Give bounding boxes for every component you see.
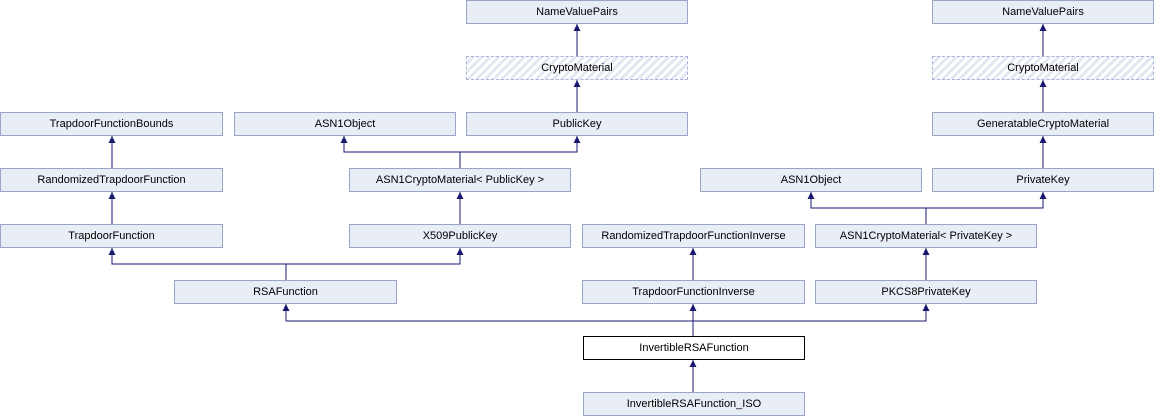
class-node-invertible-rsa-function: InvertibleRSAFunction [583,336,805,360]
class-node-invertible-rsa-function-iso[interactable]: InvertibleRSAFunction_ISO [583,392,805,416]
inheritance-edge-asn1-crypto-material-public-key-to-public-key [459,136,581,168]
class-node-label: ASN1Object [314,117,376,130]
class-node-label: X509PublicKey [422,229,498,242]
class-node-trapdoor-function[interactable]: TrapdoorFunction [0,224,223,248]
class-node-crypto-material-right: CryptoMaterial [932,56,1154,80]
class-node-x509-public-key[interactable]: X509PublicKey [349,224,571,248]
class-node-label: ASN1CryptoMaterial< PrivateKey > [839,229,1013,242]
class-node-label: GeneratableCryptoMaterial [976,117,1110,130]
class-node-name-value-pairs-right[interactable]: NameValuePairs [932,0,1154,24]
class-node-generatable-crypto-material[interactable]: GeneratableCryptoMaterial [932,112,1154,136]
inheritance-edge-asn1-crypto-material-private-key-to-asn1-object-right [807,192,927,224]
inheritance-edge-asn1-crypto-material-private-key-to-private-key [925,192,1047,224]
class-node-label: CryptoMaterial [1007,61,1079,74]
class-node-randomized-trapdoor-function[interactable]: RandomizedTrapdoorFunction [0,168,223,192]
class-node-trapdoor-function-inverse[interactable]: TrapdoorFunctionInverse [582,280,805,304]
class-node-asn1-crypto-material-private-key[interactable]: ASN1CryptoMaterial< PrivateKey > [815,224,1037,248]
class-node-label: InvertibleRSAFunction [639,341,749,354]
class-node-label: RSAFunction [253,285,318,298]
class-node-label: InvertibleRSAFunction_ISO [626,397,762,410]
class-node-label: NameValuePairs [536,5,618,18]
inheritance-edge-invertible-rsa-function-to-rsa-function [282,304,694,336]
class-node-label: NameValuePairs [1002,5,1084,18]
class-node-label: PublicKey [552,117,602,130]
class-node-label: PrivateKey [1016,173,1070,186]
class-node-label: ASN1Object [780,173,842,186]
class-node-crypto-material-left: CryptoMaterial [466,56,688,80]
class-node-name-value-pairs-left[interactable]: NameValuePairs [466,0,688,24]
class-node-label: RandomizedTrapdoorFunction [37,173,186,186]
class-node-randomized-trapdoor-function-inverse[interactable]: RandomizedTrapdoorFunctionInverse [582,224,805,248]
class-node-label: PKCS8PrivateKey [881,285,971,298]
class-node-private-key[interactable]: PrivateKey [932,168,1154,192]
class-node-label: TrapdoorFunction [68,229,155,242]
class-node-trapdoor-function-bounds[interactable]: TrapdoorFunctionBounds [0,112,223,136]
class-node-pkcs8-private-key[interactable]: PKCS8PrivateKey [815,280,1037,304]
class-node-label: TrapdoorFunctionInverse [632,285,755,298]
inheritance-edge-invertible-rsa-function-to-pkcs8-private-key [692,304,930,336]
class-node-label: TrapdoorFunctionBounds [49,117,174,130]
class-node-asn1-object-right[interactable]: ASN1Object [700,168,922,192]
inheritance-edge-rsa-function-to-x509-public-key [285,248,464,280]
class-node-rsa-function[interactable]: RSAFunction [174,280,397,304]
class-node-label: RandomizedTrapdoorFunctionInverse [601,229,786,242]
class-node-label: CryptoMaterial [541,61,613,74]
class-node-public-key[interactable]: PublicKey [466,112,688,136]
class-node-asn1-object-left[interactable]: ASN1Object [234,112,456,136]
inheritance-edge-rsa-function-to-trapdoor-function [108,248,287,280]
class-node-asn1-crypto-material-public-key[interactable]: ASN1CryptoMaterial< PublicKey > [349,168,571,192]
inheritance-edge-asn1-crypto-material-public-key-to-asn1-object-left [340,136,461,168]
class-node-label: ASN1CryptoMaterial< PublicKey > [375,173,545,186]
